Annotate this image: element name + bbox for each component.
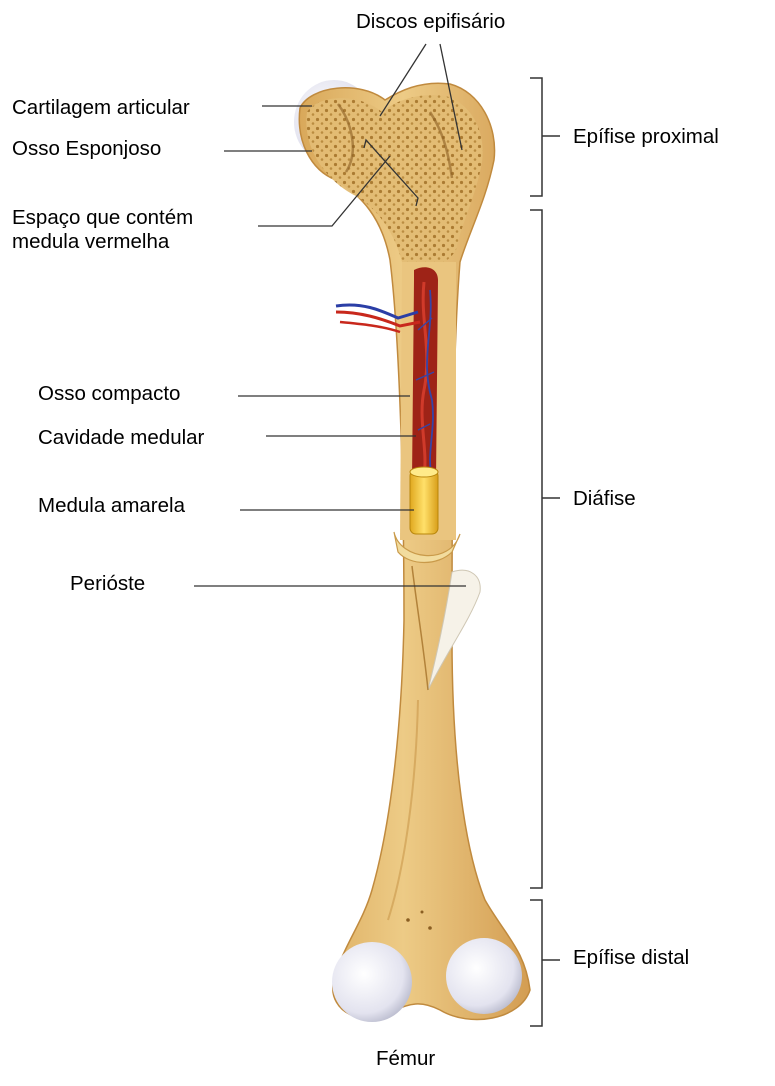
label-spongy-bone: Osso Esponjoso <box>12 137 161 161</box>
label-red-marrow-space: Espaço que contém medula vermelha <box>12 206 193 253</box>
distal-cartilage-lateral <box>446 938 522 1014</box>
label-compact-bone: Osso compacto <box>38 382 180 406</box>
label-epiphyseal-discs: Discos epifisário <box>356 10 505 34</box>
label-proximal-epiphysis: Epífise proximal <box>573 125 719 149</box>
label-medullary-cavity: Cavidade medular <box>38 426 204 450</box>
yellow-marrow <box>410 470 438 534</box>
caption-femur: Fémur <box>376 1047 435 1071</box>
distal-cartilage-medial <box>332 942 412 1022</box>
label-diaphysis: Diáfise <box>573 487 636 511</box>
region-brackets <box>530 78 560 1026</box>
label-yellow-marrow: Medula amarela <box>38 494 185 518</box>
label-distal-epiphysis: Epífise distal <box>573 946 689 970</box>
label-periosteum: Perióste <box>70 572 145 596</box>
label-articular-cartilage: Cartilagem articular <box>12 96 190 120</box>
